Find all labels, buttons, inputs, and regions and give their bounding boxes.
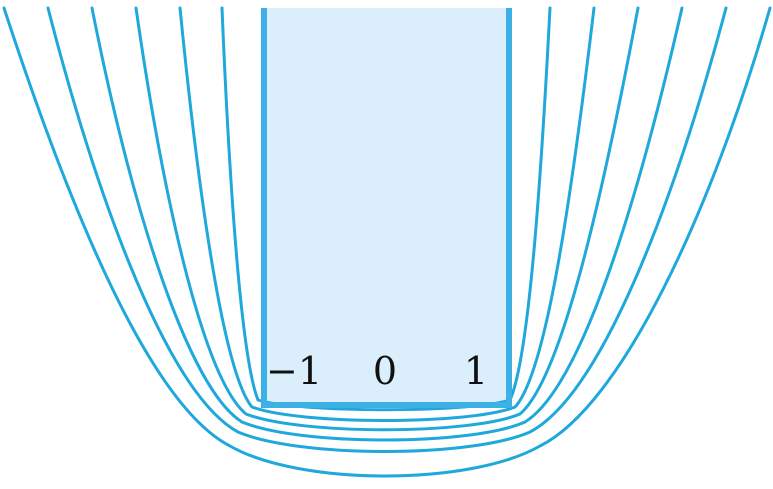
curve-1 xyxy=(220,6,552,412)
well-region xyxy=(264,8,509,405)
tick-label-0: 0 xyxy=(373,349,397,393)
curve-5 xyxy=(46,6,728,453)
tick-label-1: 1 xyxy=(464,349,488,393)
curve-3 xyxy=(134,6,640,432)
curve-family xyxy=(2,6,772,478)
curve-2 xyxy=(178,6,596,422)
curve-4 xyxy=(90,6,684,442)
well-boundary xyxy=(261,8,512,408)
curve-6 xyxy=(2,6,772,478)
tick-label-neg1: −1 xyxy=(266,349,322,393)
